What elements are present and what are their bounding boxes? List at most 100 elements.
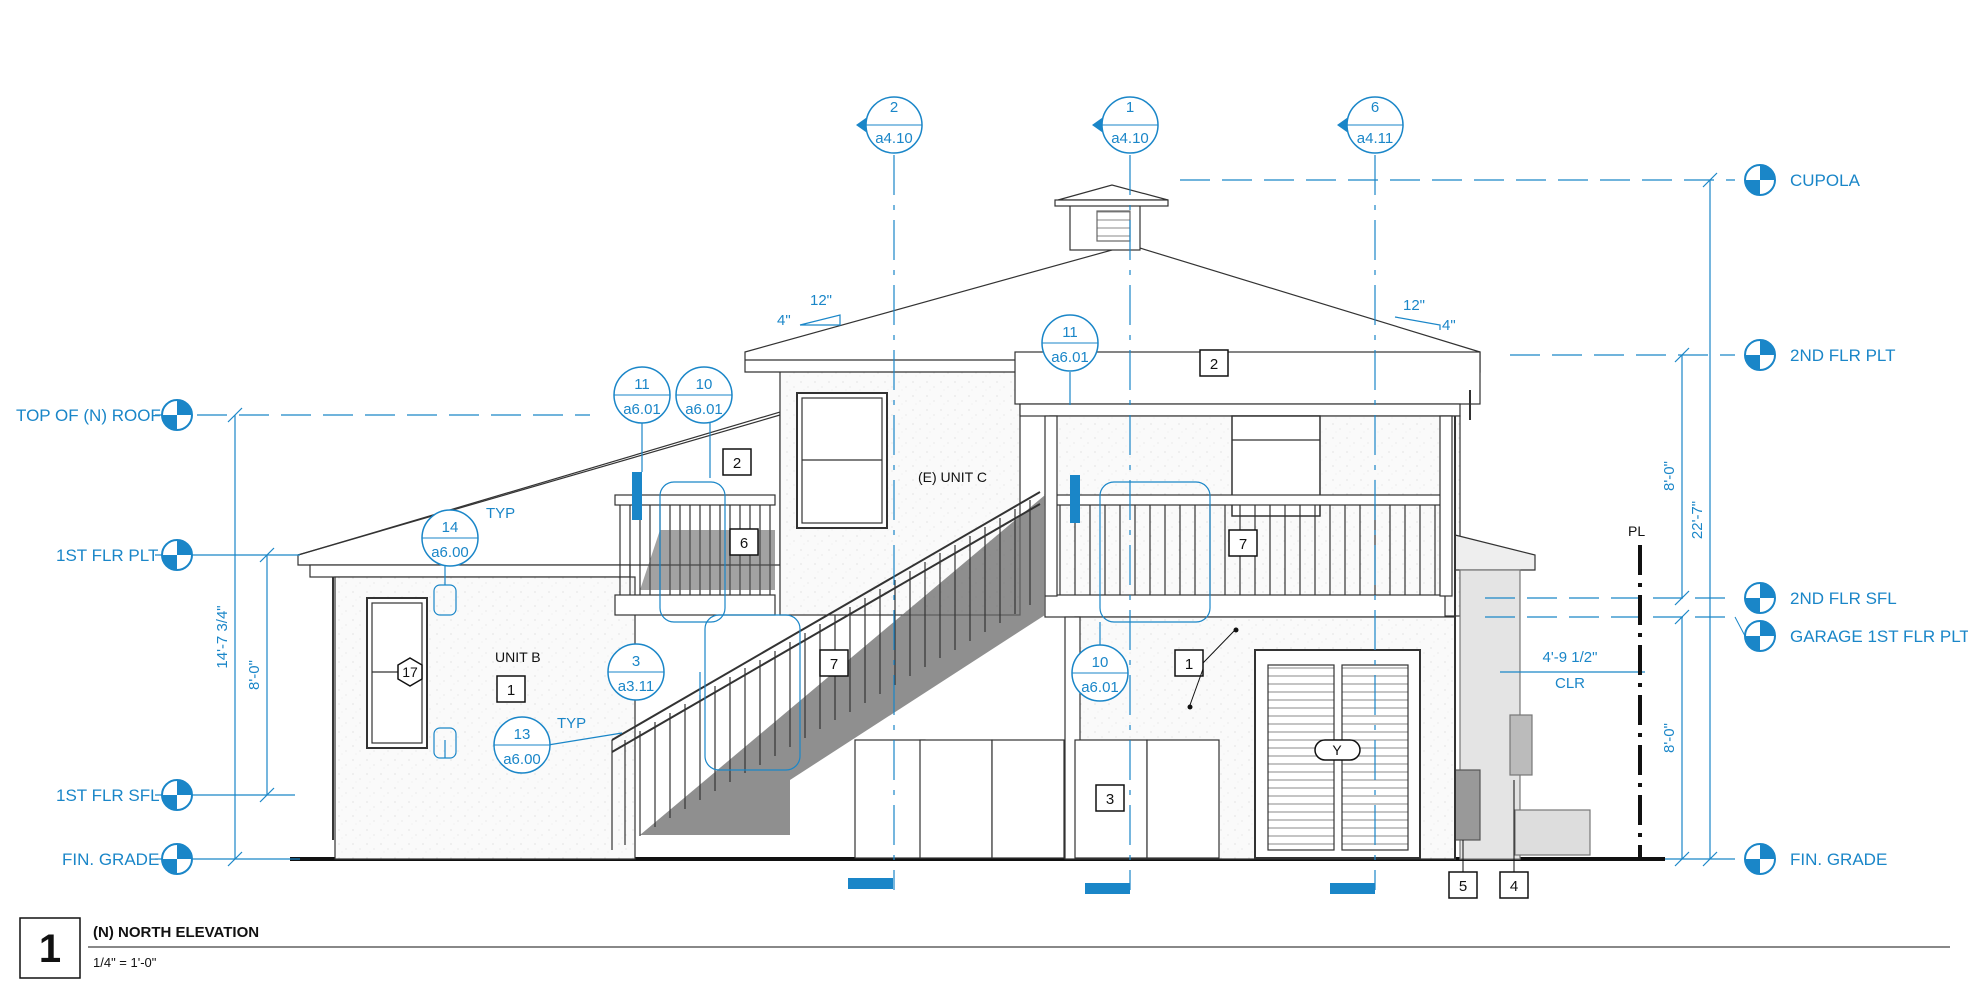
level-label: 2ND FLR PLT <box>1790 346 1896 365</box>
svg-text:12": 12" <box>1403 297 1425 314</box>
door-tag: Y <box>1314 739 1361 761</box>
svg-text:Y: Y <box>1332 742 1342 758</box>
svg-text:2: 2 <box>890 99 898 116</box>
level-marker-cupola: CUPOLA <box>1744 164 1861 196</box>
svg-text:a4.10: a4.10 <box>1111 130 1149 147</box>
level-label: TOP OF (N) ROOF <box>16 406 161 425</box>
level-marker-1st-flr-plt: 1ST FLR PLT <box>56 539 193 571</box>
dim-clearance-label: CLR <box>1555 675 1585 692</box>
svg-text:6: 6 <box>740 535 748 552</box>
svg-text:1: 1 <box>1185 656 1193 673</box>
stair-balusters <box>624 500 1031 845</box>
keynotes: 2 6 1 7 2 7 1 3 5 4 <box>496 349 1529 899</box>
svg-text:a6.01: a6.01 <box>623 401 661 418</box>
level-marker-fin-grade-left: FIN. GRADE <box>62 843 193 875</box>
section-markers: 2 a4.10 1 a4.10 6 a4.11 <box>856 96 1404 154</box>
svg-text:a6.01: a6.01 <box>685 401 723 418</box>
dim-left-overall: 14'-7 3/4" <box>214 605 231 668</box>
level-markers-right: CUPOLA 2ND FLR PLT 2ND FLR SFL GARAGE 1S… <box>1734 164 1968 875</box>
keynote-box: 7 <box>1228 529 1258 557</box>
detail-tag-11-a6-01-right: 11 a6.01 <box>1041 314 1099 372</box>
cut-bar-1 <box>632 472 642 520</box>
level-marker-2nd-flr-sfl: 2ND FLR SFL <box>1744 582 1897 614</box>
level-label: 2ND FLR SFL <box>1790 589 1897 608</box>
detail-tag-10-a6-01-left: 10 a6.01 <box>675 366 733 424</box>
level-marker-top-roof: TOP OF (N) ROOF <box>16 399 193 431</box>
svg-text:17: 17 <box>402 664 418 680</box>
level-label: FIN. GRADE <box>1790 850 1887 869</box>
dim-right-overall: 22'-7" <box>1689 501 1706 539</box>
detail-tag-13-a6-00: 13 a6.00 <box>493 716 551 774</box>
keynote-box: 4 <box>1499 871 1529 899</box>
svg-text:4": 4" <box>777 312 791 329</box>
property-line: PL <box>1628 523 1645 860</box>
property-line-label: PL <box>1628 523 1645 539</box>
cut-bar-5 <box>1330 883 1375 894</box>
detail-tag-10-a6-01-right: 10 a6.01 <box>1071 644 1129 702</box>
svg-text:10: 10 <box>696 376 713 393</box>
building <box>290 184 1665 861</box>
svg-text:2: 2 <box>733 455 741 472</box>
view-scale: 1/4" = 1'-0" <box>93 955 157 970</box>
svg-text:a6.00: a6.00 <box>503 751 541 768</box>
svg-text:a6.00: a6.00 <box>431 544 469 561</box>
svg-text:6: 6 <box>1371 99 1379 116</box>
keynote-box: 1 <box>496 675 526 703</box>
svg-text:a6.01: a6.01 <box>1081 679 1119 696</box>
keynote-box: 2 <box>722 448 752 476</box>
svg-text:4": 4" <box>1442 317 1456 334</box>
svg-text:10: 10 <box>1092 654 1109 671</box>
level-label: 1ST FLR SFL <box>56 786 160 805</box>
typ-note: TYP <box>557 715 586 732</box>
svg-text:5: 5 <box>1459 878 1467 895</box>
svg-text:3: 3 <box>1106 791 1114 808</box>
balcony-right-railing <box>1059 505 1436 595</box>
level-marker-1st-flr-sfl: 1ST FLR SFL <box>56 779 193 811</box>
svg-text:11: 11 <box>634 376 650 393</box>
roof-slope-left: 12" 4" <box>777 292 832 329</box>
keynote-box: 2 <box>1199 349 1229 377</box>
keynote-box: 5 <box>1448 871 1478 899</box>
svg-text:3: 3 <box>632 653 640 670</box>
dim-clearance: 4'-9 1/2" <box>1543 649 1598 666</box>
dim-right-upper: 8'-0" <box>1661 461 1678 491</box>
room-label-unit-c: (E) UNIT C <box>918 469 987 485</box>
level-label: CUPOLA <box>1790 171 1861 190</box>
dim-right-lower: 8'-0" <box>1661 723 1678 753</box>
svg-text:2: 2 <box>1210 356 1218 373</box>
keynote-box: 7 <box>819 649 849 677</box>
svg-text:a3.11: a3.11 <box>618 678 654 695</box>
level-label: FIN. GRADE <box>62 850 159 869</box>
svg-text:a6.01: a6.01 <box>1051 349 1089 366</box>
section-marker-6-a4-11: 6 a4.11 <box>1337 96 1404 154</box>
svg-text:4: 4 <box>1510 878 1518 895</box>
svg-text:1: 1 <box>1126 99 1134 116</box>
level-marker-2nd-flr-plt: 2ND FLR PLT <box>1744 339 1896 371</box>
cut-bar-4 <box>1085 883 1130 894</box>
section-cut-bars <box>632 472 1375 894</box>
annotation-lines <box>155 155 1735 890</box>
svg-text:13: 13 <box>514 726 531 743</box>
svg-text:14: 14 <box>442 519 459 536</box>
level-markers-left: TOP OF (N) ROOF 1ST FLR PLT 1ST FLR SFL … <box>16 399 193 875</box>
room-label-unit-b: UNIT B <box>495 649 541 665</box>
level-marker-fin-grade-right: FIN. GRADE <box>1744 843 1887 875</box>
svg-text:11: 11 <box>1062 324 1078 341</box>
view-number: 1 <box>39 927 61 971</box>
keynote-box: 3 <box>1095 784 1125 812</box>
cut-bar-2 <box>1070 475 1080 523</box>
view-title: (N) NORTH ELEVATION <box>93 924 259 941</box>
cut-bar-3 <box>848 878 893 889</box>
keynote-box: 6 <box>729 528 759 556</box>
svg-text:a4.11: a4.11 <box>1357 130 1393 147</box>
svg-text:12": 12" <box>810 292 832 309</box>
section-marker-2-a4-10: 2 a4.10 <box>856 96 923 154</box>
stair <box>611 491 1041 850</box>
dim-left-story: 8'-0" <box>246 660 263 690</box>
bin-1 <box>854 739 926 859</box>
window-tag: 17 <box>397 657 423 687</box>
level-label: 1ST FLR PLT <box>56 546 158 565</box>
level-label: GARAGE 1ST FLR PLT <box>1790 627 1968 646</box>
